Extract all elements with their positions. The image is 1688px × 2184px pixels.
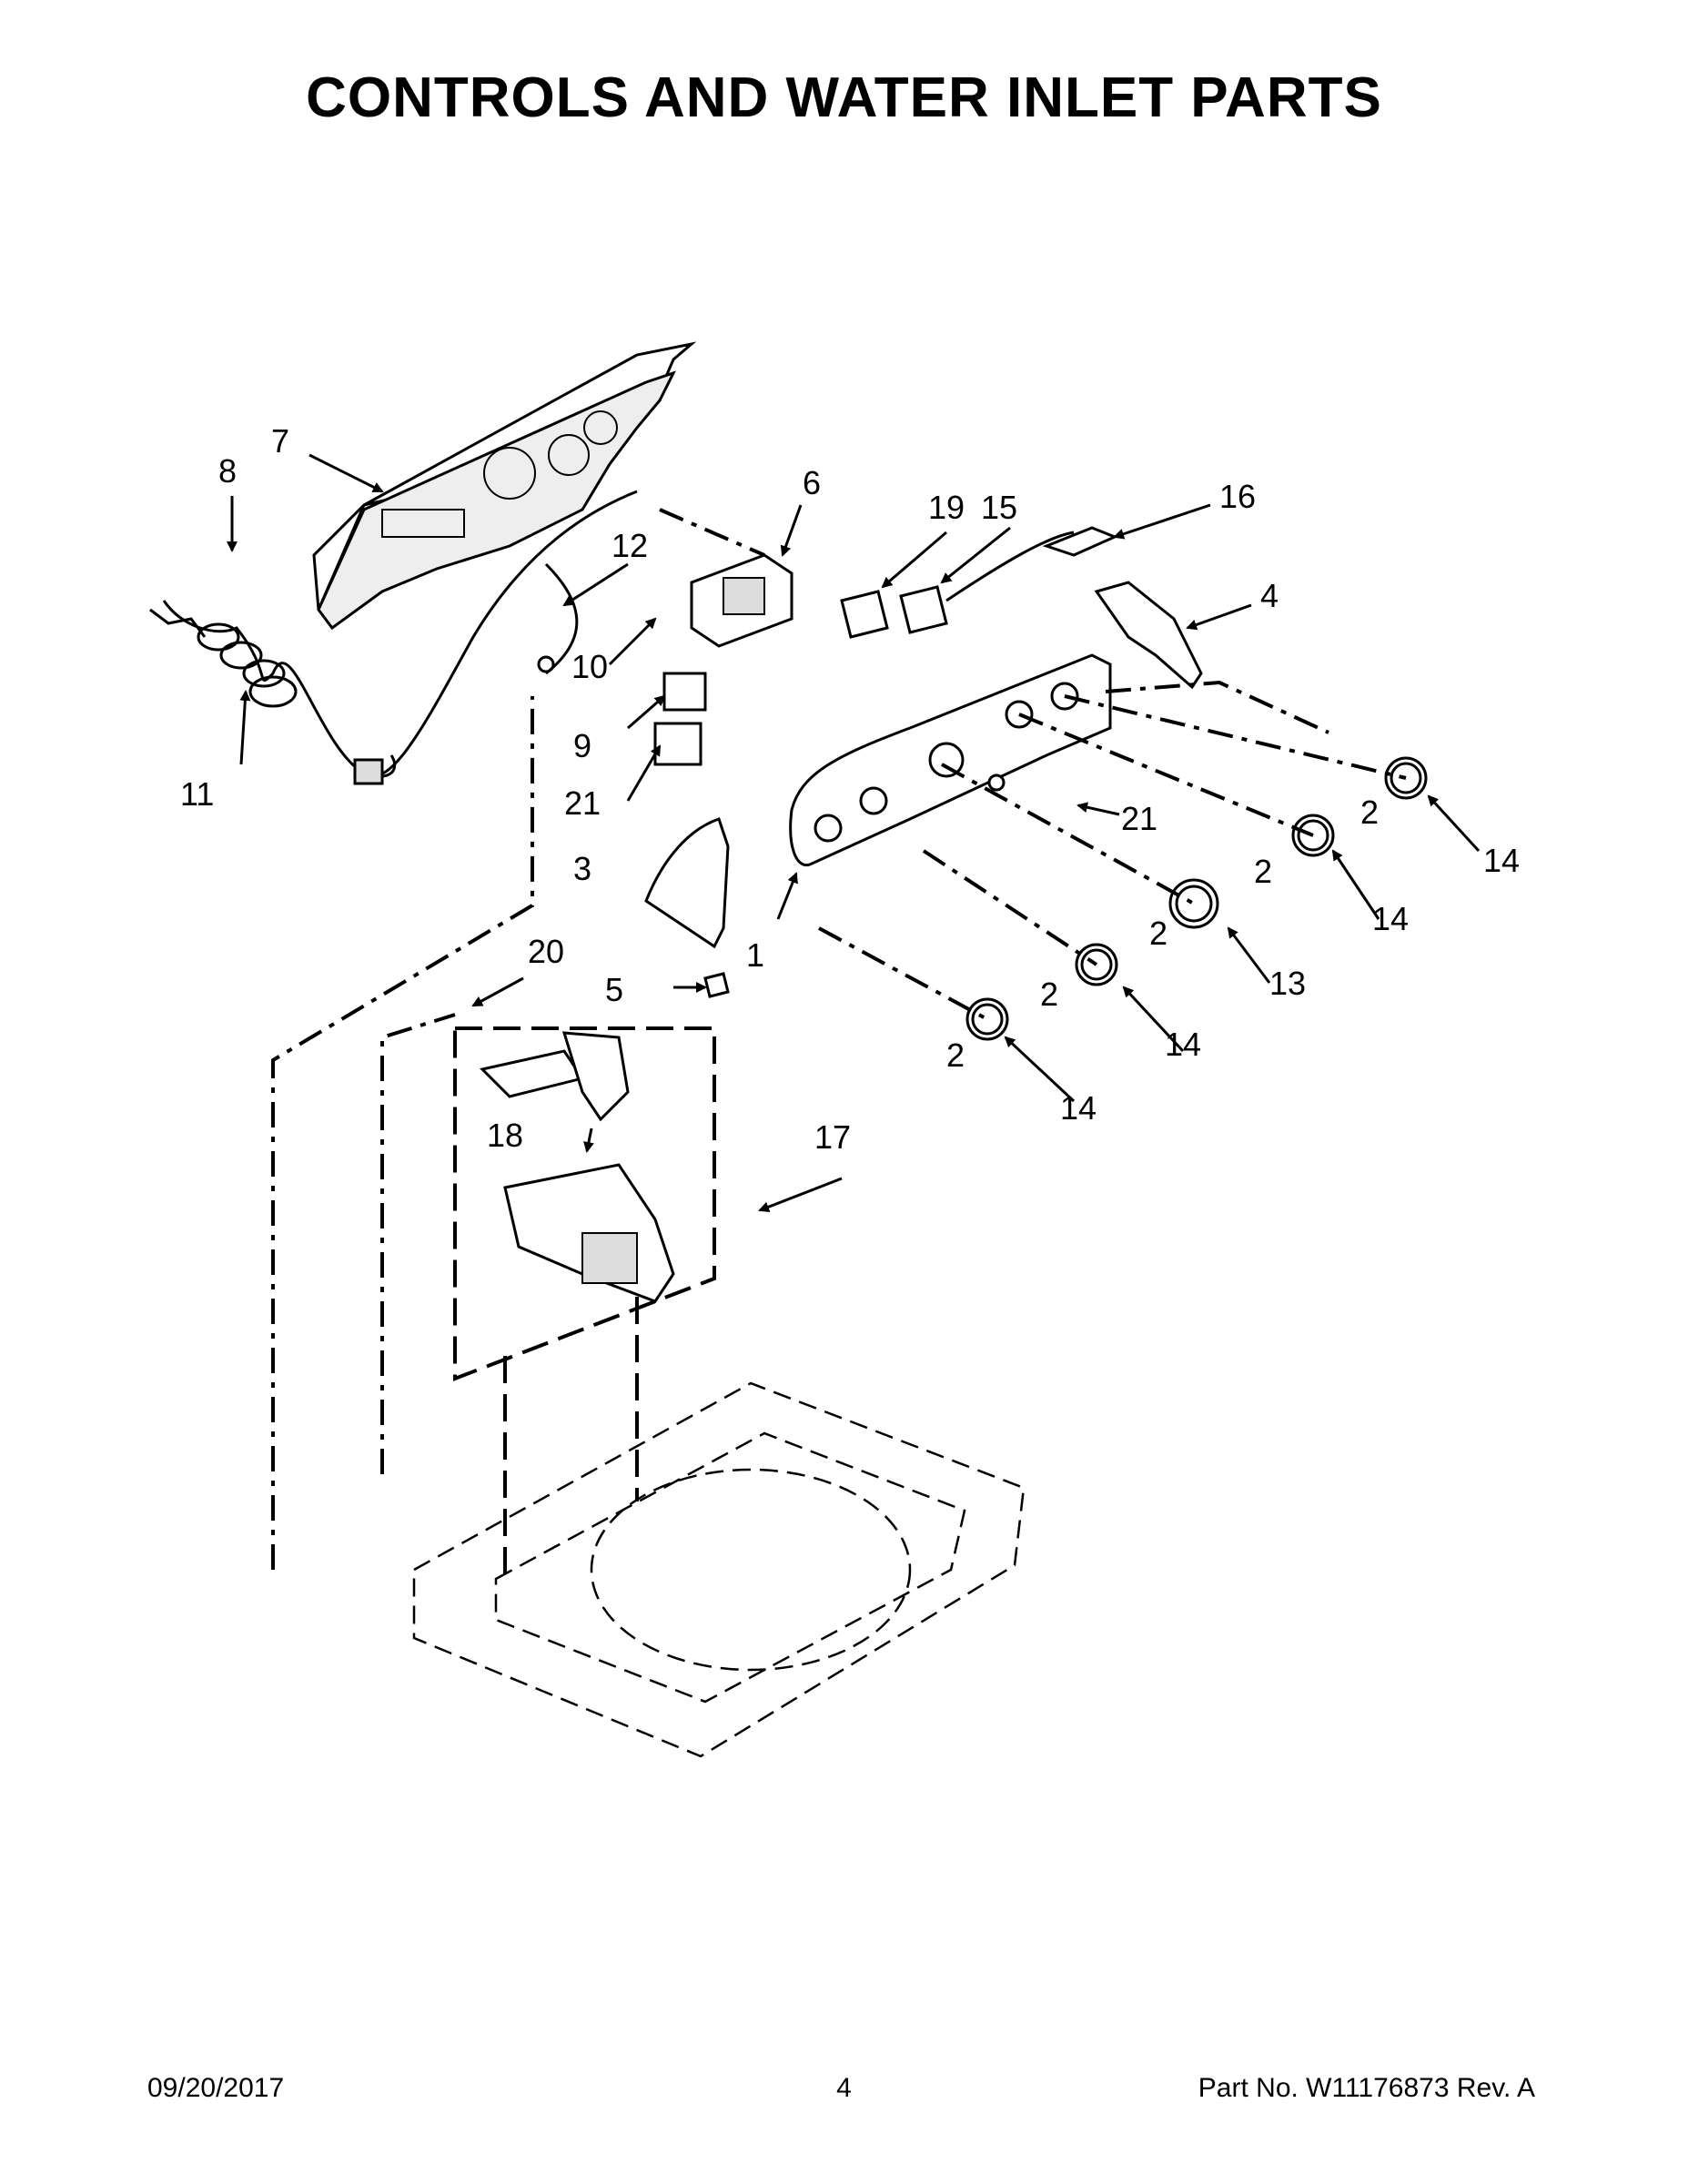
callout-11: 11 bbox=[180, 775, 214, 813]
switches-part-19-15 bbox=[840, 531, 1075, 639]
callout-14-a: 14 bbox=[1483, 842, 1520, 879]
callout-7: 7 bbox=[271, 422, 289, 460]
water-inlet-part-17-18 bbox=[480, 1031, 675, 1303]
callout-2-c: 2 bbox=[1149, 915, 1167, 952]
connector-part-16 bbox=[1042, 526, 1118, 557]
callout-2-d: 2 bbox=[1040, 976, 1058, 1013]
selector-switches-part-9-21 bbox=[653, 672, 707, 766]
callout-10: 10 bbox=[571, 648, 608, 685]
end-cap-part-3 bbox=[644, 817, 730, 949]
footer-date: 09/20/2017 bbox=[147, 2073, 285, 2103]
callout-14-d: 14 bbox=[1060, 1089, 1097, 1127]
footer-part-number: Part No. W11176873 Rev. A bbox=[1198, 2073, 1535, 2103]
callout-15: 15 bbox=[981, 489, 1017, 526]
callout-19: 19 bbox=[928, 489, 965, 526]
cabinet-top-dashed bbox=[412, 1381, 1026, 1758]
callout-labels: 7 8 12 10 11 6 19 15 16 4 9 21 21 3 1 20… bbox=[180, 422, 1520, 1156]
footer-page-number: 4 bbox=[836, 2073, 852, 2103]
callout-5: 5 bbox=[605, 971, 623, 1008]
knobs bbox=[965, 756, 1428, 1041]
callout-17: 17 bbox=[814, 1118, 851, 1156]
callout-3: 3 bbox=[573, 850, 591, 887]
callout-1: 1 bbox=[746, 936, 764, 974]
assembly-lines bbox=[271, 508, 1407, 1570]
callout-18: 18 bbox=[487, 1117, 523, 1154]
power-cord-part-11 bbox=[149, 490, 638, 785]
assembly-box-17 bbox=[453, 1026, 716, 1574]
callout-21-left: 21 bbox=[564, 784, 601, 822]
callout-2-a: 2 bbox=[1360, 794, 1379, 831]
callout-21-right: 21 bbox=[1121, 800, 1157, 837]
callout-13: 13 bbox=[1269, 965, 1306, 1002]
callout-2-b: 2 bbox=[1254, 853, 1272, 890]
callout-20: 20 bbox=[528, 933, 564, 970]
end-cap-part-4 bbox=[1094, 581, 1203, 690]
callout-4: 4 bbox=[1260, 577, 1279, 614]
callout-8: 8 bbox=[218, 452, 237, 490]
callout-14-b: 14 bbox=[1372, 900, 1409, 937]
callout-12: 12 bbox=[612, 527, 648, 564]
callout-16: 16 bbox=[1219, 478, 1256, 515]
console-part-1 bbox=[789, 653, 1112, 867]
leader-arrows bbox=[227, 453, 1481, 1212]
callout-2-e: 2 bbox=[946, 1036, 965, 1074]
page-title: CONTROLS AND WATER INLET PARTS bbox=[306, 66, 1382, 129]
clip-part-5 bbox=[703, 972, 730, 998]
callout-14-c: 14 bbox=[1165, 1026, 1201, 1063]
rear-panel-part-7 bbox=[312, 341, 697, 631]
control-board-part-6 bbox=[690, 553, 793, 648]
callout-9: 9 bbox=[573, 727, 591, 764]
callout-6: 6 bbox=[803, 464, 821, 501]
